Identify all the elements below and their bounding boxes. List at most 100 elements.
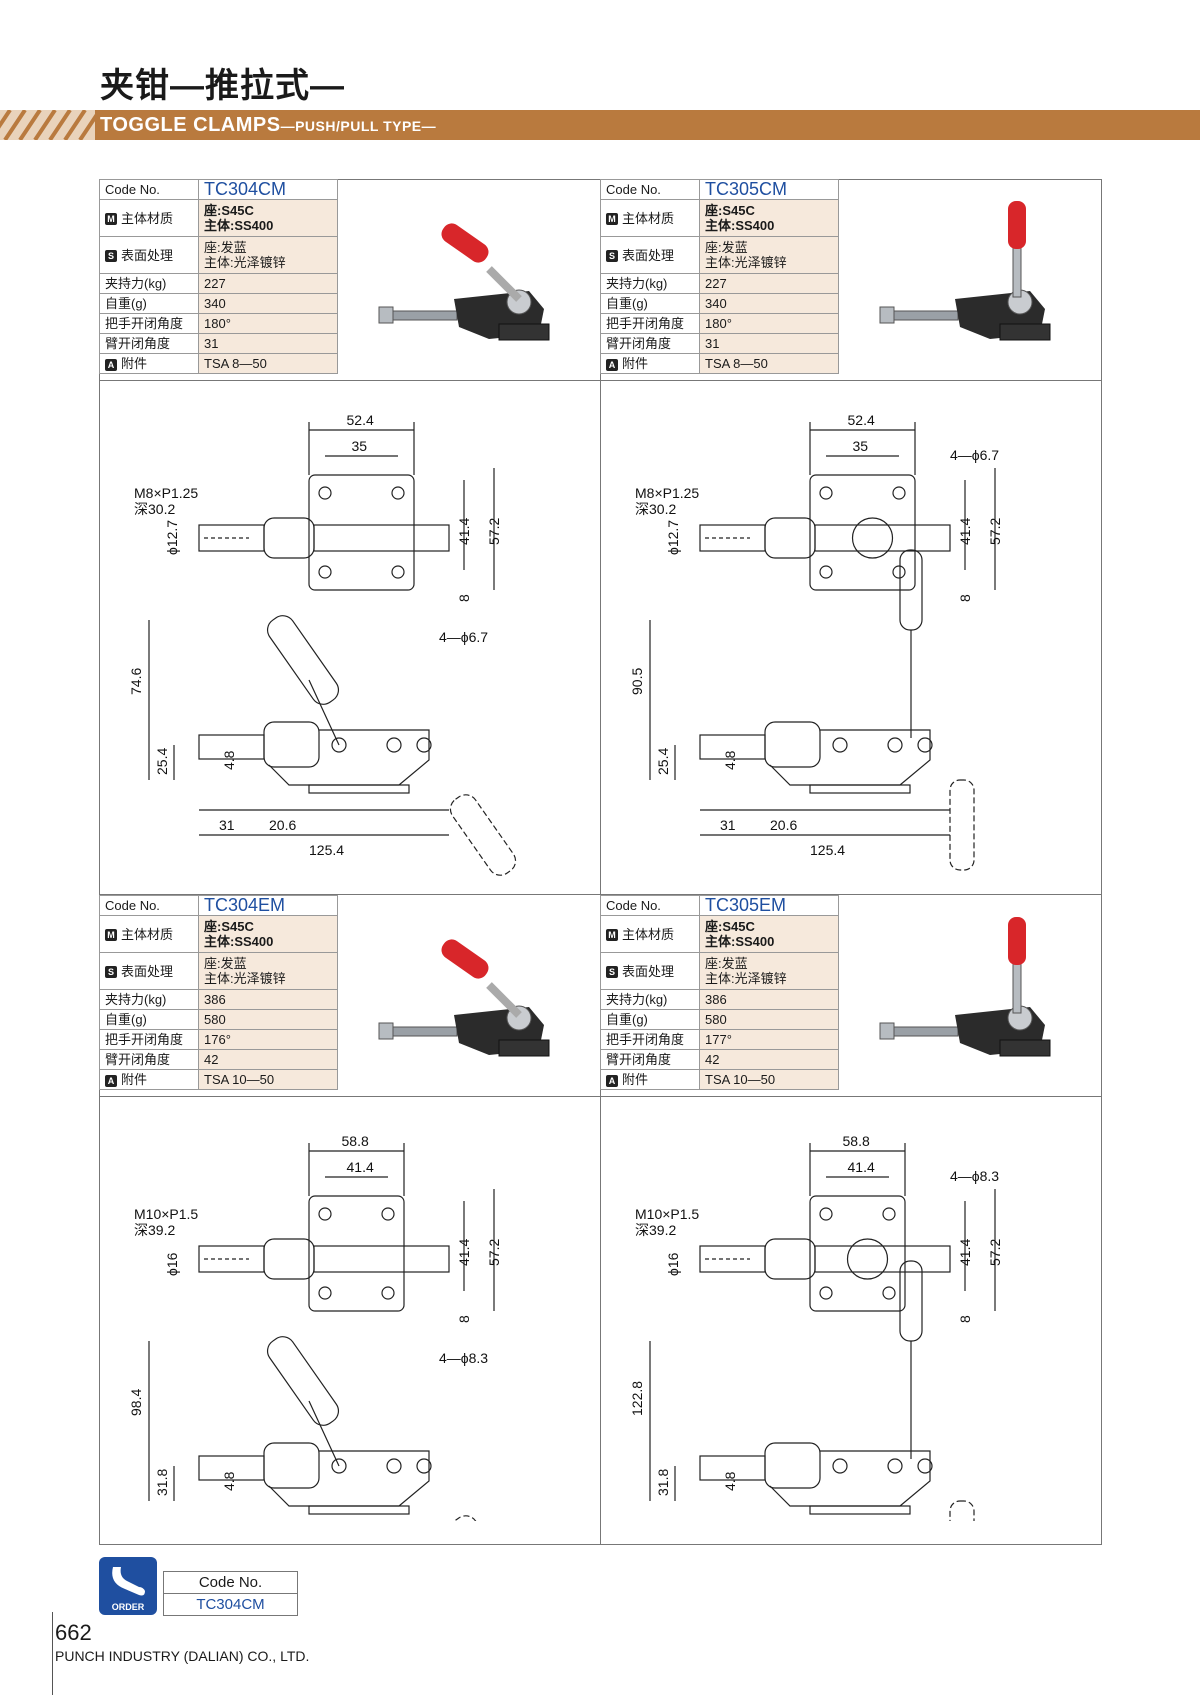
banner-sub: —PUSH/PULL TYPE— — [280, 118, 437, 134]
weight-value: 340 — [699, 293, 839, 314]
surface-label-text: 表面处理 — [622, 247, 675, 263]
wrench-icon — [112, 1567, 145, 1596]
code-value: TC304CM — [198, 179, 338, 200]
surface-body: 主体:光泽镀锌 — [705, 255, 787, 270]
badge-s: S — [606, 250, 618, 263]
arm-angle-value: 42 — [699, 1049, 839, 1070]
handle-angle-label: 把手开闭角度 — [600, 313, 700, 334]
weight-label: 自重(g) — [600, 293, 700, 314]
handle-angle-value: 180° — [699, 313, 839, 334]
dim-side-height: 74.6 — [128, 668, 144, 695]
order-label: ORDER — [111, 1602, 145, 1612]
dim-thread: M10×P1.5 — [134, 1206, 198, 1222]
weight-value: 580 — [198, 1009, 338, 1030]
badge-m: M — [606, 929, 618, 942]
dim-side-x2: 20.6 — [770, 817, 797, 833]
dim-side-base: 25.4 — [154, 748, 170, 775]
product-photo — [879, 201, 1051, 341]
code-label: Code No. — [99, 179, 199, 200]
material-label-text: 主体材质 — [121, 210, 174, 226]
accessory-value: TSA 10—50 — [699, 1069, 839, 1090]
surface-body: 主体:光泽镀锌 — [705, 971, 787, 986]
force-value: 227 — [699, 273, 839, 294]
accessory-label-text: 附件 — [622, 356, 649, 371]
force-value: 386 — [198, 989, 338, 1010]
accessory-value: TSA 8—50 — [198, 353, 338, 374]
code-value: TC305CM — [699, 179, 839, 200]
product-photo — [378, 223, 550, 341]
dim-side-x2: 20.6 — [269, 817, 296, 833]
material-body: 主体:SS400 — [705, 934, 775, 949]
order-icon: ORDER — [99, 1557, 157, 1615]
badge-m: M — [606, 213, 618, 226]
order-code-value: TC304CM — [163, 1593, 298, 1616]
dim-width-holes: 41.4 — [347, 1159, 374, 1175]
material-seat: 座:S45C — [204, 203, 254, 218]
surface-seat: 座:发蓝 — [705, 240, 748, 255]
arm-angle-label: 臂开闭角度 — [99, 1049, 199, 1070]
material-label-text: 主体材质 — [121, 926, 174, 942]
dim-height-outer: 57.2 — [486, 1239, 502, 1266]
accessory-label-text: 附件 — [622, 1072, 649, 1087]
material-seat: 座:S45C — [705, 919, 755, 934]
dim-side-4-8: 4.8 — [221, 1471, 237, 1491]
grid-divider-h3 — [100, 1096, 1101, 1097]
surface-body: 主体:光泽镀锌 — [204, 255, 286, 270]
dim-diameter: ϕ12.7 — [665, 520, 681, 555]
surface-seat: 座:发蓝 — [705, 956, 748, 971]
dim-diameter: ϕ16 — [164, 1252, 180, 1276]
material-body: 主体:SS400 — [705, 218, 775, 233]
dim-depth: 深39.2 — [635, 1222, 676, 1238]
code-label: Code No. — [99, 895, 199, 916]
product-photo — [378, 939, 550, 1057]
weight-label: 自重(g) — [99, 293, 199, 314]
dim-side-base: 31.8 — [655, 1469, 671, 1496]
grid-divider-h2 — [100, 894, 1101, 895]
weight-label: 自重(g) — [99, 1009, 199, 1030]
dim-width-holes: 41.4 — [848, 1159, 875, 1175]
surface-seat: 座:发蓝 — [204, 956, 247, 971]
surface-seat: 座:发蓝 — [204, 240, 247, 255]
dim-offset: 8 — [957, 594, 973, 602]
dim-width-holes: 35 — [853, 438, 869, 454]
material-label: M 主体材质 — [99, 915, 199, 953]
handle-angle-label: 把手开闭角度 — [600, 1029, 700, 1050]
badge-m: M — [105, 929, 117, 942]
weight-label: 自重(g) — [600, 1009, 700, 1030]
surface-value: 座:发蓝主体:光泽镀锌 — [699, 236, 839, 274]
badge-m: M — [105, 213, 117, 226]
dim-height-holes: 41.4 — [456, 1239, 472, 1266]
surface-value: 座:发蓝主体:光泽镀锌 — [699, 952, 839, 990]
badge-a: A — [105, 1074, 117, 1087]
page-title: 夹钳—推拉式— — [100, 67, 345, 105]
force-value: 227 — [198, 273, 338, 294]
material-seat: 座:S45C — [705, 203, 755, 218]
dim-holes: 4—ϕ8.3 — [439, 1350, 488, 1366]
dim-height-outer: 57.2 — [987, 1239, 1003, 1266]
surface-body: 主体:光泽镀锌 — [204, 971, 286, 986]
handle-angle-label: 把手开闭角度 — [99, 1029, 199, 1050]
dim-width-outer: 58.8 — [843, 1133, 870, 1149]
dim-height-holes: 41.4 — [957, 1239, 973, 1266]
badge-a: A — [105, 358, 117, 371]
dim-width-outer: 52.4 — [848, 412, 875, 428]
surface-label: S 表面处理 — [600, 236, 700, 274]
material-label: M 主体材质 — [99, 199, 199, 237]
handle-angle-value: 180° — [198, 313, 338, 334]
